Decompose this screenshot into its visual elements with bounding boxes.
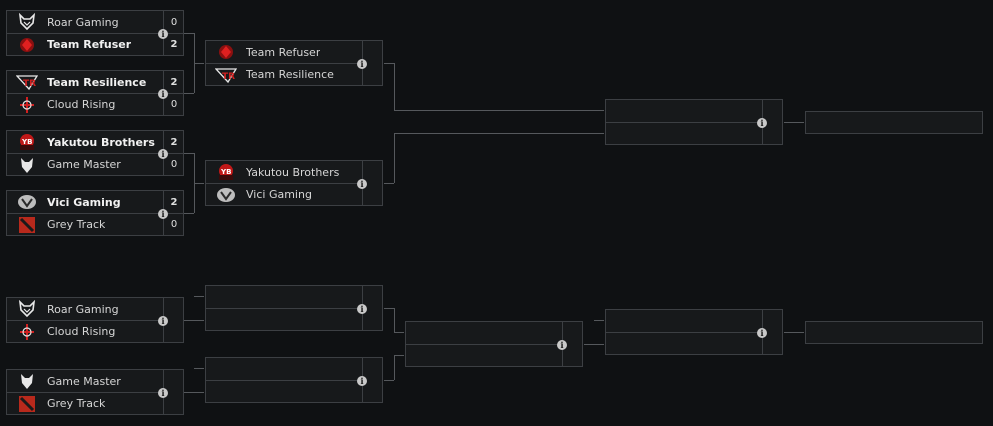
team-slot[interactable]: TR Team Resilience: [206, 64, 362, 85]
match-info-icon[interactable]: i: [757, 328, 767, 338]
match-lower-r2-2[interactable]: i: [205, 357, 383, 403]
team-score: 0: [163, 94, 184, 115]
match-lower-r4[interactable]: i: [605, 309, 783, 355]
team-slot[interactable]: Grey Track: [7, 214, 163, 235]
team-slot[interactable]: YB Yakutou Brothers: [7, 131, 163, 154]
team-name: Team Resilience: [246, 68, 334, 81]
dota-icon: [15, 394, 39, 414]
white-wolf-icon: [15, 155, 39, 175]
match-info-icon[interactable]: i: [557, 340, 567, 350]
red-crest-icon: [214, 42, 238, 62]
match-upper-r1-1[interactable]: Roar Gaming 0 Team Refuser 2 i: [6, 10, 184, 56]
wolf-head-icon: [15, 299, 39, 319]
team-name: Vici Gaming: [246, 188, 312, 201]
match-upper-final[interactable]: i: [605, 99, 783, 145]
team-score: 2: [163, 34, 184, 55]
empty-team-slot[interactable]: [606, 310, 762, 333]
lower-final-slot[interactable]: [805, 321, 983, 344]
empty-team-slot[interactable]: [206, 286, 362, 309]
tr-wings-icon: TR: [15, 72, 39, 92]
team-slot[interactable]: Vici Gaming: [7, 191, 163, 214]
ybs-badge-icon: YB: [15, 132, 39, 152]
team-score: 2: [163, 71, 184, 94]
team-score: 2: [163, 191, 184, 214]
match-info-icon[interactable]: i: [158, 388, 168, 398]
svg-text:YB: YB: [21, 138, 32, 146]
match-upper-r1-2[interactable]: TR Team Resilience 2 Cloud Rising 0 i: [6, 70, 184, 116]
tr-wings-icon: TR: [214, 65, 238, 85]
match-info-icon[interactable]: i: [357, 376, 367, 386]
team-slot[interactable]: Game Master: [7, 370, 163, 393]
team-slot[interactable]: YB Yakutou Brothers: [206, 161, 362, 184]
team-score: 2: [163, 131, 184, 154]
match-info-icon[interactable]: i: [158, 149, 168, 159]
match-upper-r1-3[interactable]: YB Yakutou Brothers 2 Game Master 0 i: [6, 130, 184, 176]
team-name: Game Master: [47, 374, 121, 388]
match-lower-r2-1[interactable]: i: [205, 285, 383, 331]
red-cross-emblem-icon: [15, 95, 39, 115]
team-name: Team Resilience: [47, 75, 147, 89]
red-crest-icon: [15, 35, 39, 55]
team-name: Grey Track: [47, 218, 106, 231]
team-slot[interactable]: Grey Track: [7, 393, 163, 414]
match-upper-r2-1[interactable]: Team Refuser TR Team Resilience i: [205, 40, 383, 86]
red-cross-emblem-icon: [15, 322, 39, 342]
match-upper-r2-2[interactable]: YB Yakutou Brothers Vici Gaming i: [205, 160, 383, 206]
white-wolf-icon: [15, 371, 39, 391]
team-score: 0: [163, 214, 184, 235]
match-lower-r1-2[interactable]: Game Master Grey Track i: [6, 369, 184, 415]
team-name: Yakutou Brothers: [47, 135, 155, 149]
wolf-head-icon: [15, 12, 39, 32]
match-info-icon[interactable]: i: [158, 209, 168, 219]
empty-team-slot[interactable]: [406, 322, 562, 345]
match-info-icon[interactable]: i: [158, 29, 168, 39]
team-score: 0: [163, 11, 184, 34]
team-slot[interactable]: Game Master: [7, 154, 163, 175]
empty-team-slot[interactable]: [206, 381, 362, 402]
match-info-icon[interactable]: i: [357, 304, 367, 314]
match-upper-r1-4[interactable]: Vici Gaming 2 Grey Track 0 i: [6, 190, 184, 236]
team-score: 0: [163, 154, 184, 175]
match-info-icon[interactable]: i: [757, 118, 767, 128]
team-name: Yakutou Brothers: [246, 165, 340, 179]
team-name: Game Master: [47, 158, 121, 171]
team-name: Cloud Rising: [47, 325, 116, 338]
match-info-icon[interactable]: i: [357, 59, 367, 69]
team-name: Team Refuser: [246, 45, 321, 59]
match-info-icon[interactable]: i: [357, 179, 367, 189]
empty-team-slot[interactable]: [406, 345, 562, 366]
vg-shield-icon: [214, 185, 238, 205]
empty-team-slot[interactable]: [606, 100, 762, 123]
empty-team-slot[interactable]: [606, 123, 762, 144]
grand-final-slot-upper[interactable]: [805, 111, 983, 134]
match-lower-r1-1[interactable]: Roar Gaming Cloud Rising i: [6, 297, 184, 343]
team-name: Cloud Rising: [47, 98, 116, 111]
match-info-icon[interactable]: i: [158, 316, 168, 326]
team-slot[interactable]: Vici Gaming: [206, 184, 362, 205]
svg-text:TR: TR: [222, 72, 235, 82]
match-lower-r3[interactable]: i: [405, 321, 583, 367]
empty-team-slot[interactable]: [206, 309, 362, 330]
dota-icon: [15, 215, 39, 235]
team-slot[interactable]: Roar Gaming: [7, 298, 163, 321]
team-slot[interactable]: Team Refuser: [206, 41, 362, 64]
team-slot[interactable]: Team Refuser: [7, 34, 163, 55]
svg-text:TR: TR: [23, 79, 36, 89]
empty-team-slot[interactable]: [206, 358, 362, 381]
team-name: Roar Gaming: [47, 15, 119, 29]
team-slot[interactable]: Cloud Rising: [7, 321, 163, 342]
ybs-badge-icon: YB: [214, 162, 238, 182]
svg-text:YB: YB: [220, 168, 231, 176]
team-slot[interactable]: TR Team Resilience: [7, 71, 163, 94]
team-name: Vici Gaming: [47, 195, 121, 209]
team-slot[interactable]: Roar Gaming: [7, 11, 163, 34]
empty-team-slot[interactable]: [606, 333, 762, 354]
team-name: Grey Track: [47, 397, 106, 410]
match-info-icon[interactable]: i: [158, 89, 168, 99]
team-name: Team Refuser: [47, 38, 132, 51]
vg-shield-icon: [15, 192, 39, 212]
team-slot[interactable]: Cloud Rising: [7, 94, 163, 115]
team-name: Roar Gaming: [47, 302, 119, 316]
